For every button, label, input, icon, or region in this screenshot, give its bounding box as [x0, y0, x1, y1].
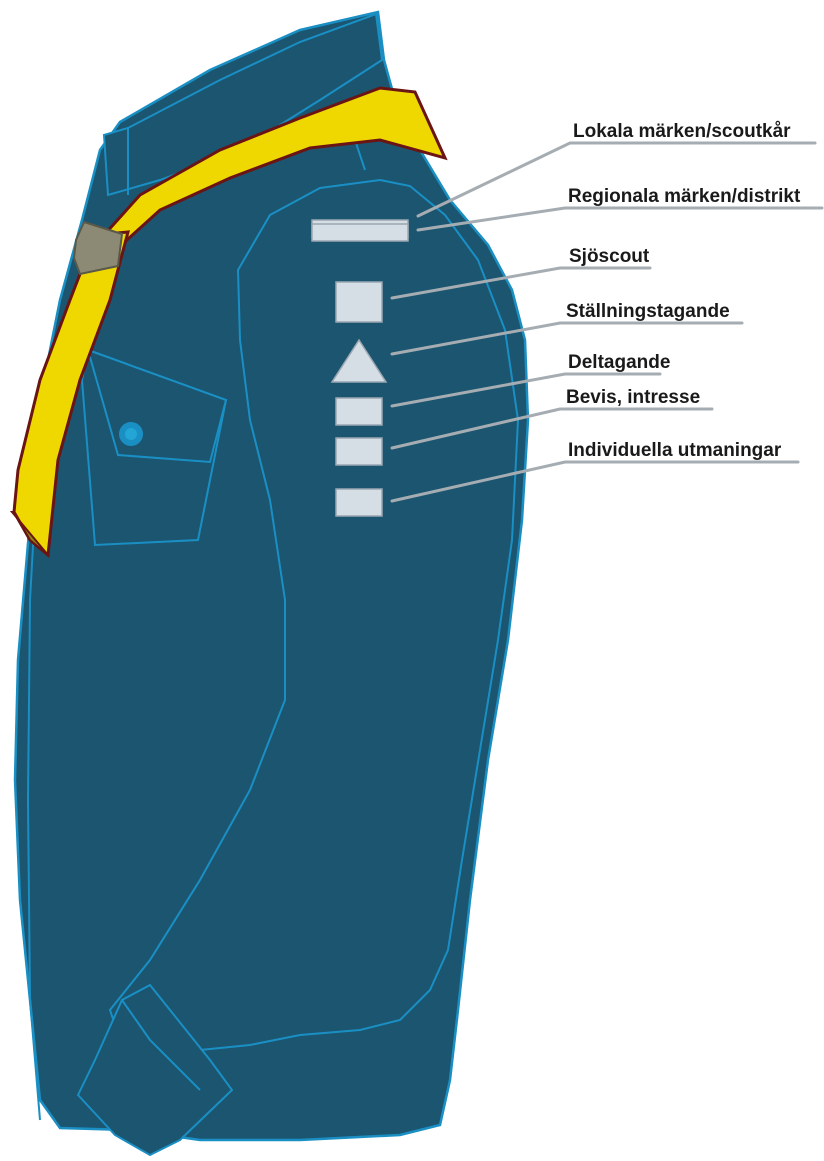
- label-lokala: Lokala märken/scoutkår: [573, 121, 791, 142]
- label-bevis: Bevis, intresse: [566, 387, 700, 408]
- badge-sjoscout: [336, 282, 382, 322]
- label-regionala: Regionala märken/distrikt: [568, 186, 801, 207]
- badge-deltagande: [336, 398, 382, 425]
- label-individuella: Individuella utmaningar: [568, 440, 782, 461]
- label-sjoscout: Sjöscout: [569, 246, 650, 267]
- badge-individuella: [336, 489, 382, 516]
- label-deltagande: Deltagande: [568, 352, 670, 373]
- shirt-illustration: [15, 12, 528, 1155]
- badge-regionala-patch: [312, 224, 408, 241]
- label-stallningstagande: Ställningstagande: [566, 301, 730, 322]
- pocket-button-inner: [125, 428, 137, 440]
- leader-regionala: [418, 208, 822, 230]
- badge-bevis: [336, 438, 382, 465]
